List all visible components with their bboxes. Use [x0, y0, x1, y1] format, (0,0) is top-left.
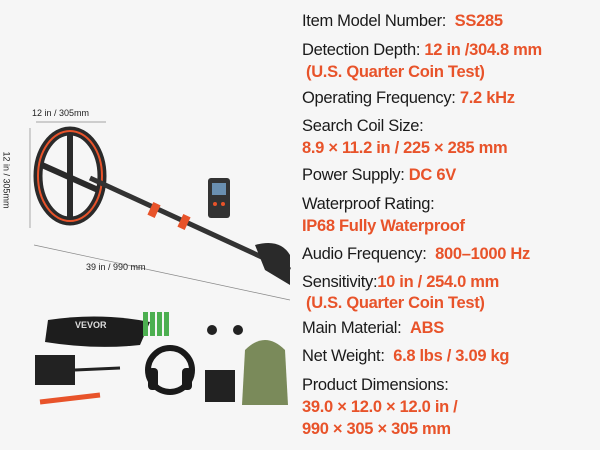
spec-dims-2: 990 × 305 × 305 mm — [302, 420, 451, 438]
spec-dims-1: 39.0 × 12.0 × 12.0 in / — [302, 398, 458, 416]
pinpointer — [39, 392, 101, 405]
coil-height-label: 12 in / 305mm — [1, 151, 12, 209]
shovel — [35, 355, 75, 385]
spec-sensitivity-note: (U.S. Quarter Coin Test) — [306, 294, 485, 312]
spec-power: Power Supply: DC 6V — [302, 166, 456, 184]
batteries — [143, 312, 169, 336]
charger — [205, 370, 235, 402]
spec-material: Main Material: ABS — [302, 319, 444, 337]
bag-brand: VEVOR — [75, 320, 107, 330]
spec-depth-note: (U.S. Quarter Coin Test) — [306, 63, 485, 81]
armrest — [255, 242, 290, 285]
spec-sensitivity: Sensitivity:10 in / 254.0 mm — [302, 273, 500, 291]
spec-depth: Detection Depth: 12 in /304.8 mm — [302, 41, 542, 59]
spec-water-label: Waterproof Rating: — [302, 195, 435, 213]
spec-audio: Audio Frequency: 800–1000 Hz — [302, 245, 530, 263]
spec-dims-label: Product Dimensions: — [302, 376, 449, 394]
spec-weight: Net Weight: 6.8 lbs / 3.09 kg — [302, 347, 510, 365]
spec-coil: 8.9 × 11.2 in / 225 × 285 mm — [302, 139, 508, 157]
spec-model: Item Model Number: SS285 — [302, 12, 503, 30]
spec-water: IP68 Fully Waterproof — [302, 217, 465, 235]
coil-width-label: 12 in / 305mm — [32, 108, 90, 118]
shaft — [88, 175, 292, 273]
spec-frequency: Operating Frequency: 7.2 kHz — [302, 89, 515, 107]
headphones — [145, 345, 195, 395]
camo-pouch — [242, 340, 288, 405]
metal-detector-illustration — [29, 121, 292, 405]
length-label: 39 in / 990 mm — [86, 262, 146, 272]
spec-coil-label: Search Coil Size: — [302, 117, 424, 135]
carry-bag — [45, 316, 150, 347]
